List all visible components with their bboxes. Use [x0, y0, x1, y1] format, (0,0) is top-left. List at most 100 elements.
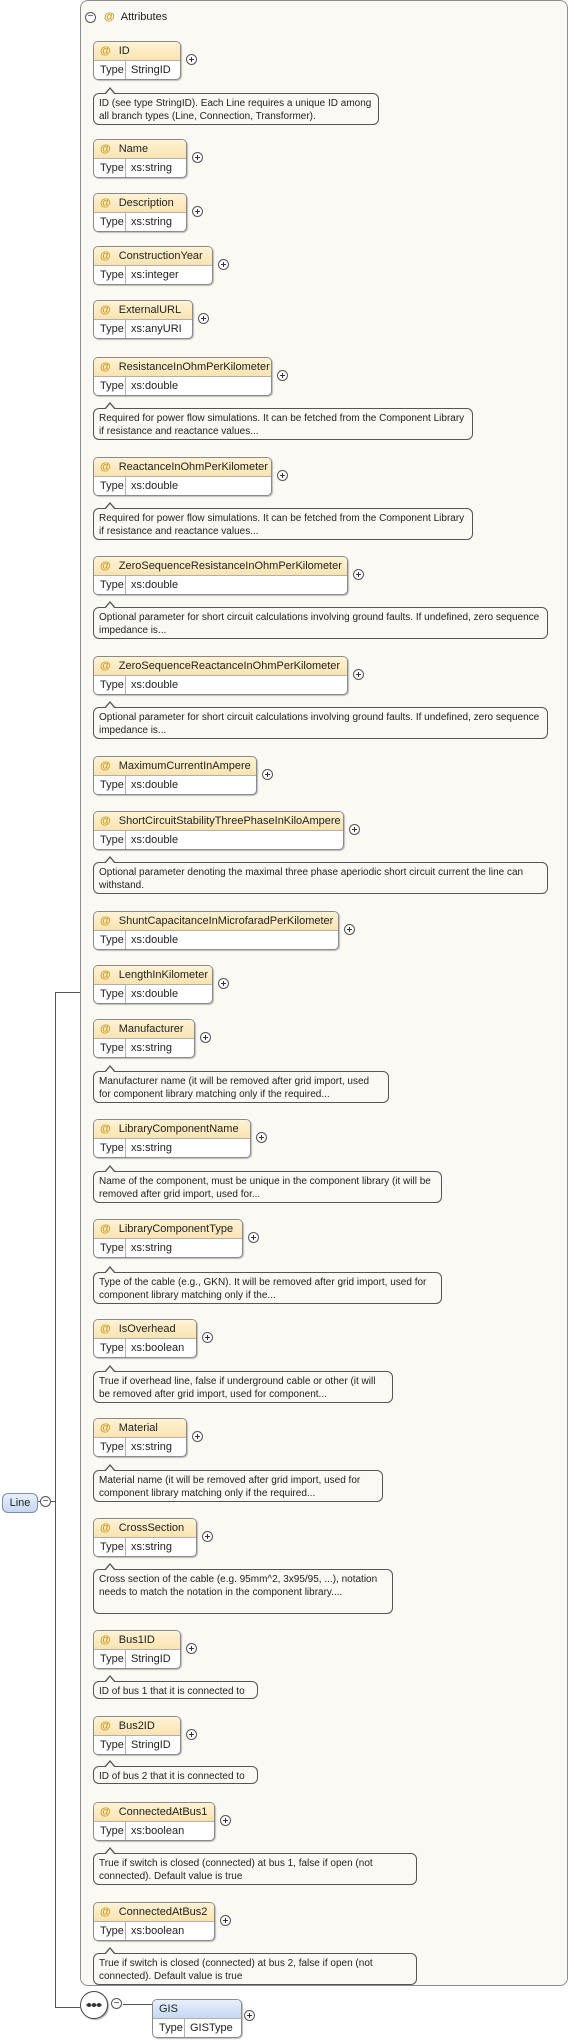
connector-branch [50, 1501, 55, 1502]
expand-icon[interactable] [198, 313, 209, 324]
attribute-type-key: Type [94, 477, 126, 495]
expand-icon[interactable] [220, 1815, 231, 1826]
attribute-name: @ ConstructionYear [94, 247, 212, 266]
collapse-icon[interactable]: − [85, 11, 96, 23]
gis-element[interactable]: GIS Type GISType [152, 1999, 242, 2038]
attribute-type-value: xs:integer [131, 269, 179, 281]
attribute-icon: @ [100, 250, 111, 262]
line-element-node[interactable]: Line [2, 1493, 38, 1513]
attributes-group-header: − @ Attributes [85, 9, 167, 25]
expand-icon[interactable] [186, 54, 197, 65]
attribute-documentation: Name of the component, must be unique in… [93, 1165, 442, 1203]
expand-icon[interactable] [192, 206, 203, 217]
expand-icon[interactable] [192, 1431, 203, 1442]
expand-icon[interactable] [344, 924, 355, 935]
attributes-group-title: Attributes [120, 11, 168, 23]
attribute-type-row: Type xs:double [94, 676, 347, 694]
expand-icon[interactable] [277, 370, 288, 381]
expand-icon[interactable] [186, 1643, 197, 1654]
attribute-name: @LibraryComponentType [94, 1220, 242, 1239]
attribute-zero-sequence-resistance-in-ohm-per-kilometer[interactable]: @ZeroSequenceResistanceInOhmPerKilometer… [93, 556, 348, 595]
attribute-name-label: Description [118, 197, 174, 209]
attribute-name: @IsOverhead [94, 1320, 196, 1339]
attribute-name-label: ConstructionYear [118, 250, 203, 262]
attribute-type-key: Type [94, 1736, 126, 1754]
attribute-type-value: xs:double [131, 834, 179, 846]
expand-icon[interactable] [186, 1729, 197, 1740]
expand-icon[interactable] [349, 824, 360, 835]
attribute-name: @ExternalURL [94, 301, 192, 320]
expand-icon[interactable] [192, 152, 203, 163]
attribute-name: @ReactanceInOhmPerKilometer [94, 458, 271, 477]
attribute-documentation: Optional parameter denoting the maximal … [93, 856, 548, 894]
attribute-documentation: True if switch is closed (connected) at … [93, 1947, 417, 1985]
expand-icon[interactable] [353, 669, 364, 680]
attribute-documentation: ID of bus 1 that it is connected to [93, 1675, 258, 1699]
expand-icon[interactable] [218, 978, 229, 989]
attribute-name-label: Bus2ID [118, 1720, 155, 1732]
gis-type-value: GISType [190, 2022, 233, 2034]
attribute-icon: @ [100, 660, 111, 672]
attribute-type-value: xs:double [131, 779, 179, 791]
expand-icon[interactable] [202, 1531, 213, 1542]
attribute-name: @CrossSection [94, 1519, 196, 1538]
line-collapse-icon[interactable]: − [40, 1496, 51, 1507]
expand-icon[interactable] [262, 769, 273, 780]
expand-icon[interactable] [218, 259, 229, 270]
attribute-shunt-capacitance-in-microfarad-per-kilometer[interactable]: @ShuntCapacitanceInMicrofaradPerKilomete… [93, 911, 339, 950]
attribute-name-label: ShuntCapacitanceInMicrofaradPerKilometer [118, 915, 334, 927]
attribute-type-value: xs:string [131, 1142, 172, 1154]
expand-icon[interactable] [200, 1032, 211, 1043]
attribute-name: @ConnectedAtBus2 [94, 1903, 214, 1922]
attribute-short-circuit-stability-three-phase-in-kilo-ampere[interactable]: @ShortCircuitStabilityThreePhaseInKiloAm… [93, 811, 344, 850]
attribute-name: @Name [94, 140, 186, 159]
expand-icon[interactable] [220, 1915, 231, 1926]
expand-icon[interactable] [202, 1332, 213, 1343]
expand-icon[interactable] [353, 569, 364, 580]
attribute-icon: @ [100, 1522, 111, 1534]
attribute-name-label: LibraryComponentName [118, 1123, 239, 1135]
attribute-name: @Material [94, 1419, 186, 1438]
gis-expand-icon[interactable] [244, 2010, 255, 2021]
attribute-name: @LibraryComponentName [94, 1120, 250, 1139]
attribute-type-key: Type [94, 159, 126, 177]
connector-top [55, 992, 80, 993]
attribute-name-label: Material [118, 1422, 158, 1434]
expand-icon[interactable] [248, 1232, 259, 1243]
expand-icon[interactable] [277, 470, 288, 481]
attribute-type-key: Type [94, 676, 126, 694]
sequence-collapse-icon[interactable]: − [111, 1998, 122, 2009]
gis-type-key: Type [153, 2019, 185, 2037]
attribute-type-value: xs:double [131, 679, 179, 691]
attribute-type-value: xs:string [131, 216, 172, 228]
attribute-name-label: ConnectedAtBus1 [118, 1806, 208, 1818]
attribute-type-key: Type [94, 776, 126, 794]
attribute-type-value: xs:double [131, 934, 179, 946]
attribute-documentation: Required for power flow simulations. It … [93, 502, 473, 540]
expand-icon[interactable] [256, 1132, 267, 1143]
attribute-name: @Description [94, 194, 186, 213]
